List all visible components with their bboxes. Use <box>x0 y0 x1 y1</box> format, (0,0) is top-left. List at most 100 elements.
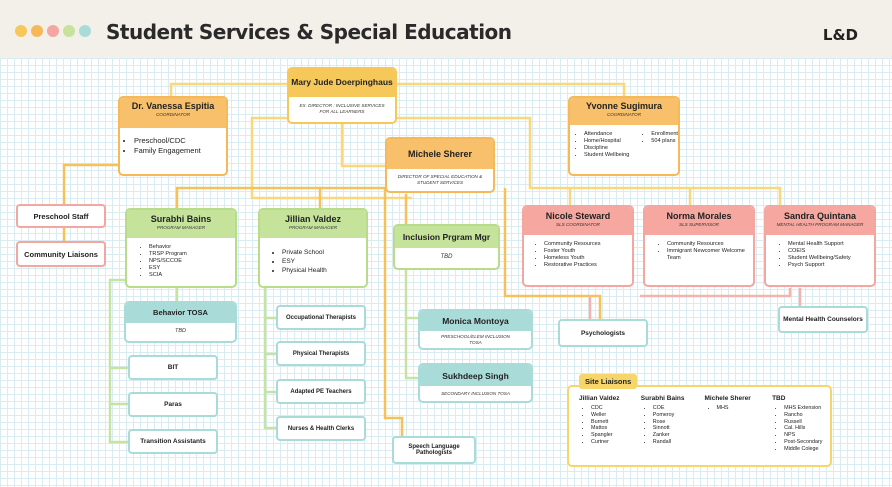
node-yvonne: Yvonne Sugimura COORDINATOR Attendance H… <box>568 96 680 176</box>
list-item: Behavior <box>149 244 235 251</box>
list-item: NPS <box>784 432 830 439</box>
node-norma: Norma Morales SLS SUPERVISOR Community R… <box>643 205 755 287</box>
node-mary: Mary Jude Doerpinghaus EX. DIRECTOR : IN… <box>287 67 397 124</box>
column-title: Jillian Valdez <box>579 395 620 402</box>
list-item: Foster Youth <box>544 248 632 255</box>
node-norma-list: Community Resources Immigrant Newcomer W… <box>645 241 753 262</box>
site-liaisons-column: Michele Sherer MHS <box>705 395 773 453</box>
site-liaisons-panel: Site Liaisons Jillian Valdez CDC Weller … <box>567 374 832 467</box>
dot-5 <box>79 25 91 37</box>
list-item: Burnett <box>591 419 641 426</box>
list-item: Preschool/CDC <box>134 136 226 146</box>
pill-bit: BIT <box>128 355 218 380</box>
list-item: Spangler <box>591 432 641 439</box>
node-yvonne-list-right: Enrollment 504 plans <box>637 131 678 159</box>
list-item: Rancho <box>784 412 830 419</box>
window-dots <box>15 25 91 37</box>
list-item: Cal. Hills <box>784 425 830 432</box>
node-behavior-tosa-name: Behavior TOSA <box>153 308 208 317</box>
list-item: MHS Extension <box>784 405 830 412</box>
list-item: Community Resources <box>667 241 753 248</box>
list-item: Discipline <box>584 145 637 152</box>
page-title: Student Services & Special Education <box>106 20 512 44</box>
list-item: Mattos <box>591 425 641 432</box>
node-yvonne-list-left: Attendance Home/Hospital Discipline Stud… <box>570 131 637 159</box>
list-item: Russell <box>784 419 830 426</box>
site-liaisons-title: Site Liaisons <box>579 374 638 389</box>
node-inclusion-role: TBD <box>440 254 453 260</box>
node-michele-name: Michele Sherer <box>407 149 473 159</box>
node-surabhi: Surabhi Bains PROGRAM MANAGER Behavior T… <box>125 208 237 288</box>
node-vanessa-list: Preschool/CDC Family Engagement <box>120 136 226 156</box>
pill-speech-language: Speech Language Pathologists <box>392 436 476 464</box>
site-liaisons-column: TBD MHS Extension Rancho Russell Cal. Hi… <box>772 395 830 453</box>
list-item: Student Wellbeing/Safety <box>788 255 874 262</box>
node-monica-name: Monica Montoya <box>442 316 509 326</box>
node-vanessa-role: COORDINATOR <box>155 112 191 117</box>
dot-2 <box>31 25 43 37</box>
node-michele-role: DIRECTOR OF SPECIAL EDUCATION & STUDENT … <box>397 174 483 185</box>
list-item: TRSP Program <box>149 251 235 258</box>
node-surabhi-name: Surabhi Bains <box>150 214 212 224</box>
node-mary-role: EX. DIRECTOR : INCLUSIVE SERVICES FOR AL… <box>299 103 385 114</box>
list-item: Community Resources <box>544 241 632 248</box>
node-jillian-name: Jillian Valdez <box>284 214 342 224</box>
pill-mental-health-counselors: Mental Health Counselors <box>778 306 868 333</box>
list-item: COEIS <box>788 248 874 255</box>
node-nicole-role: SLS COORDINATOR <box>556 222 600 227</box>
node-sukhdeep: Sukhdeep Singh SECONDARY INCLUSION TOSA <box>418 363 533 403</box>
node-nicole-name: Nicole Steward <box>545 211 611 221</box>
node-vanessa: Dr. Vanessa Espitia COORDINATOR Preschoo… <box>118 96 228 176</box>
list-item: Weller <box>591 412 641 419</box>
header-bar: Student Services & Special Education L&D <box>0 0 892 58</box>
dot-4 <box>63 25 75 37</box>
pill-occupational-therapists: Occupational Therapists <box>276 305 366 330</box>
node-norma-role: SLS SUPERVISOR <box>679 222 719 227</box>
dot-3 <box>47 25 59 37</box>
list-item: Psych Support <box>788 262 874 269</box>
list-item: Pomeroy <box>653 412 705 419</box>
column-title: Surabhi Bains <box>640 395 685 402</box>
node-monica: Monica Montoya PRESCHOOL/ELEM INCLUSION … <box>418 309 533 350</box>
node-nicole-list: Community Resources Foster Youth Homeles… <box>524 241 632 269</box>
list-item: Middle Colege <box>784 446 830 453</box>
list-item: Mental Health Support <box>788 241 874 248</box>
list-item: Attendance <box>584 131 637 138</box>
column-list: COE Pomeroy Rose Sinnott Zanker Randall <box>641 405 705 446</box>
node-sandra: Sandra Quintana MENTAL HEALTH PROGRAM MA… <box>764 205 876 287</box>
list-item: Homeless Youth <box>544 255 632 262</box>
pill-preschool-staff: Preschool Staff <box>16 204 106 228</box>
column-list: MHS Extension Rancho Russell Cal. Hills … <box>772 405 830 453</box>
site-liaisons-column: Jillian Valdez CDC Weller Burnett Mattos… <box>579 395 641 453</box>
node-jillian-role: PROGRAM MANAGER <box>288 225 338 230</box>
pill-community-liaisons: Community Liaisons <box>16 241 106 267</box>
logo: L&D <box>822 26 858 44</box>
node-yvonne-role: COORDINATOR <box>606 112 642 117</box>
list-item: ESY <box>282 257 366 266</box>
node-behavior-tosa-role: TBD <box>175 328 186 334</box>
column-title: TBD <box>772 395 786 402</box>
pill-transition-assistants: Transition Assistants <box>128 429 218 454</box>
node-inclusion-name: Inclusion Prgram Mgr <box>402 232 491 242</box>
node-behavior-tosa: Behavior TOSA TBD <box>124 301 237 343</box>
list-item: MHS <box>717 405 773 412</box>
list-item: Rose <box>653 419 705 426</box>
column-list: MHS <box>705 405 773 412</box>
site-liaisons-column: Surabhi Bains COE Pomeroy Rose Sinnott Z… <box>641 395 705 453</box>
list-item: Curtner <box>591 439 641 446</box>
pill-adapted-pe: Adapted PE Teachers <box>276 379 366 404</box>
node-jillian-list: Private School ESY Physical Health <box>260 248 366 275</box>
list-item: Immigrant Newcomer Welcome Team <box>667 248 753 262</box>
node-sukhdeep-role: SECONDARY INCLUSION TOSA <box>441 391 510 396</box>
list-item: COE <box>653 405 705 412</box>
node-sukhdeep-name: Sukhdeep Singh <box>442 371 509 381</box>
list-item: CDC <box>591 405 641 412</box>
list-item: SCIA <box>149 272 235 279</box>
pill-nurses: Nurses & Health Clerks <box>276 416 366 441</box>
node-surabhi-list: Behavior TRSP Program NPS/SCCOE ESY SCIA <box>127 244 235 279</box>
pill-psychologists: Psychologists <box>558 319 648 347</box>
list-item: NPS/SCCOE <box>149 258 235 265</box>
pill-physical-therapists: Physical Therapists <box>276 341 366 366</box>
node-mary-name: Mary Jude Doerpinghaus <box>291 77 393 87</box>
dot-1 <box>15 25 27 37</box>
